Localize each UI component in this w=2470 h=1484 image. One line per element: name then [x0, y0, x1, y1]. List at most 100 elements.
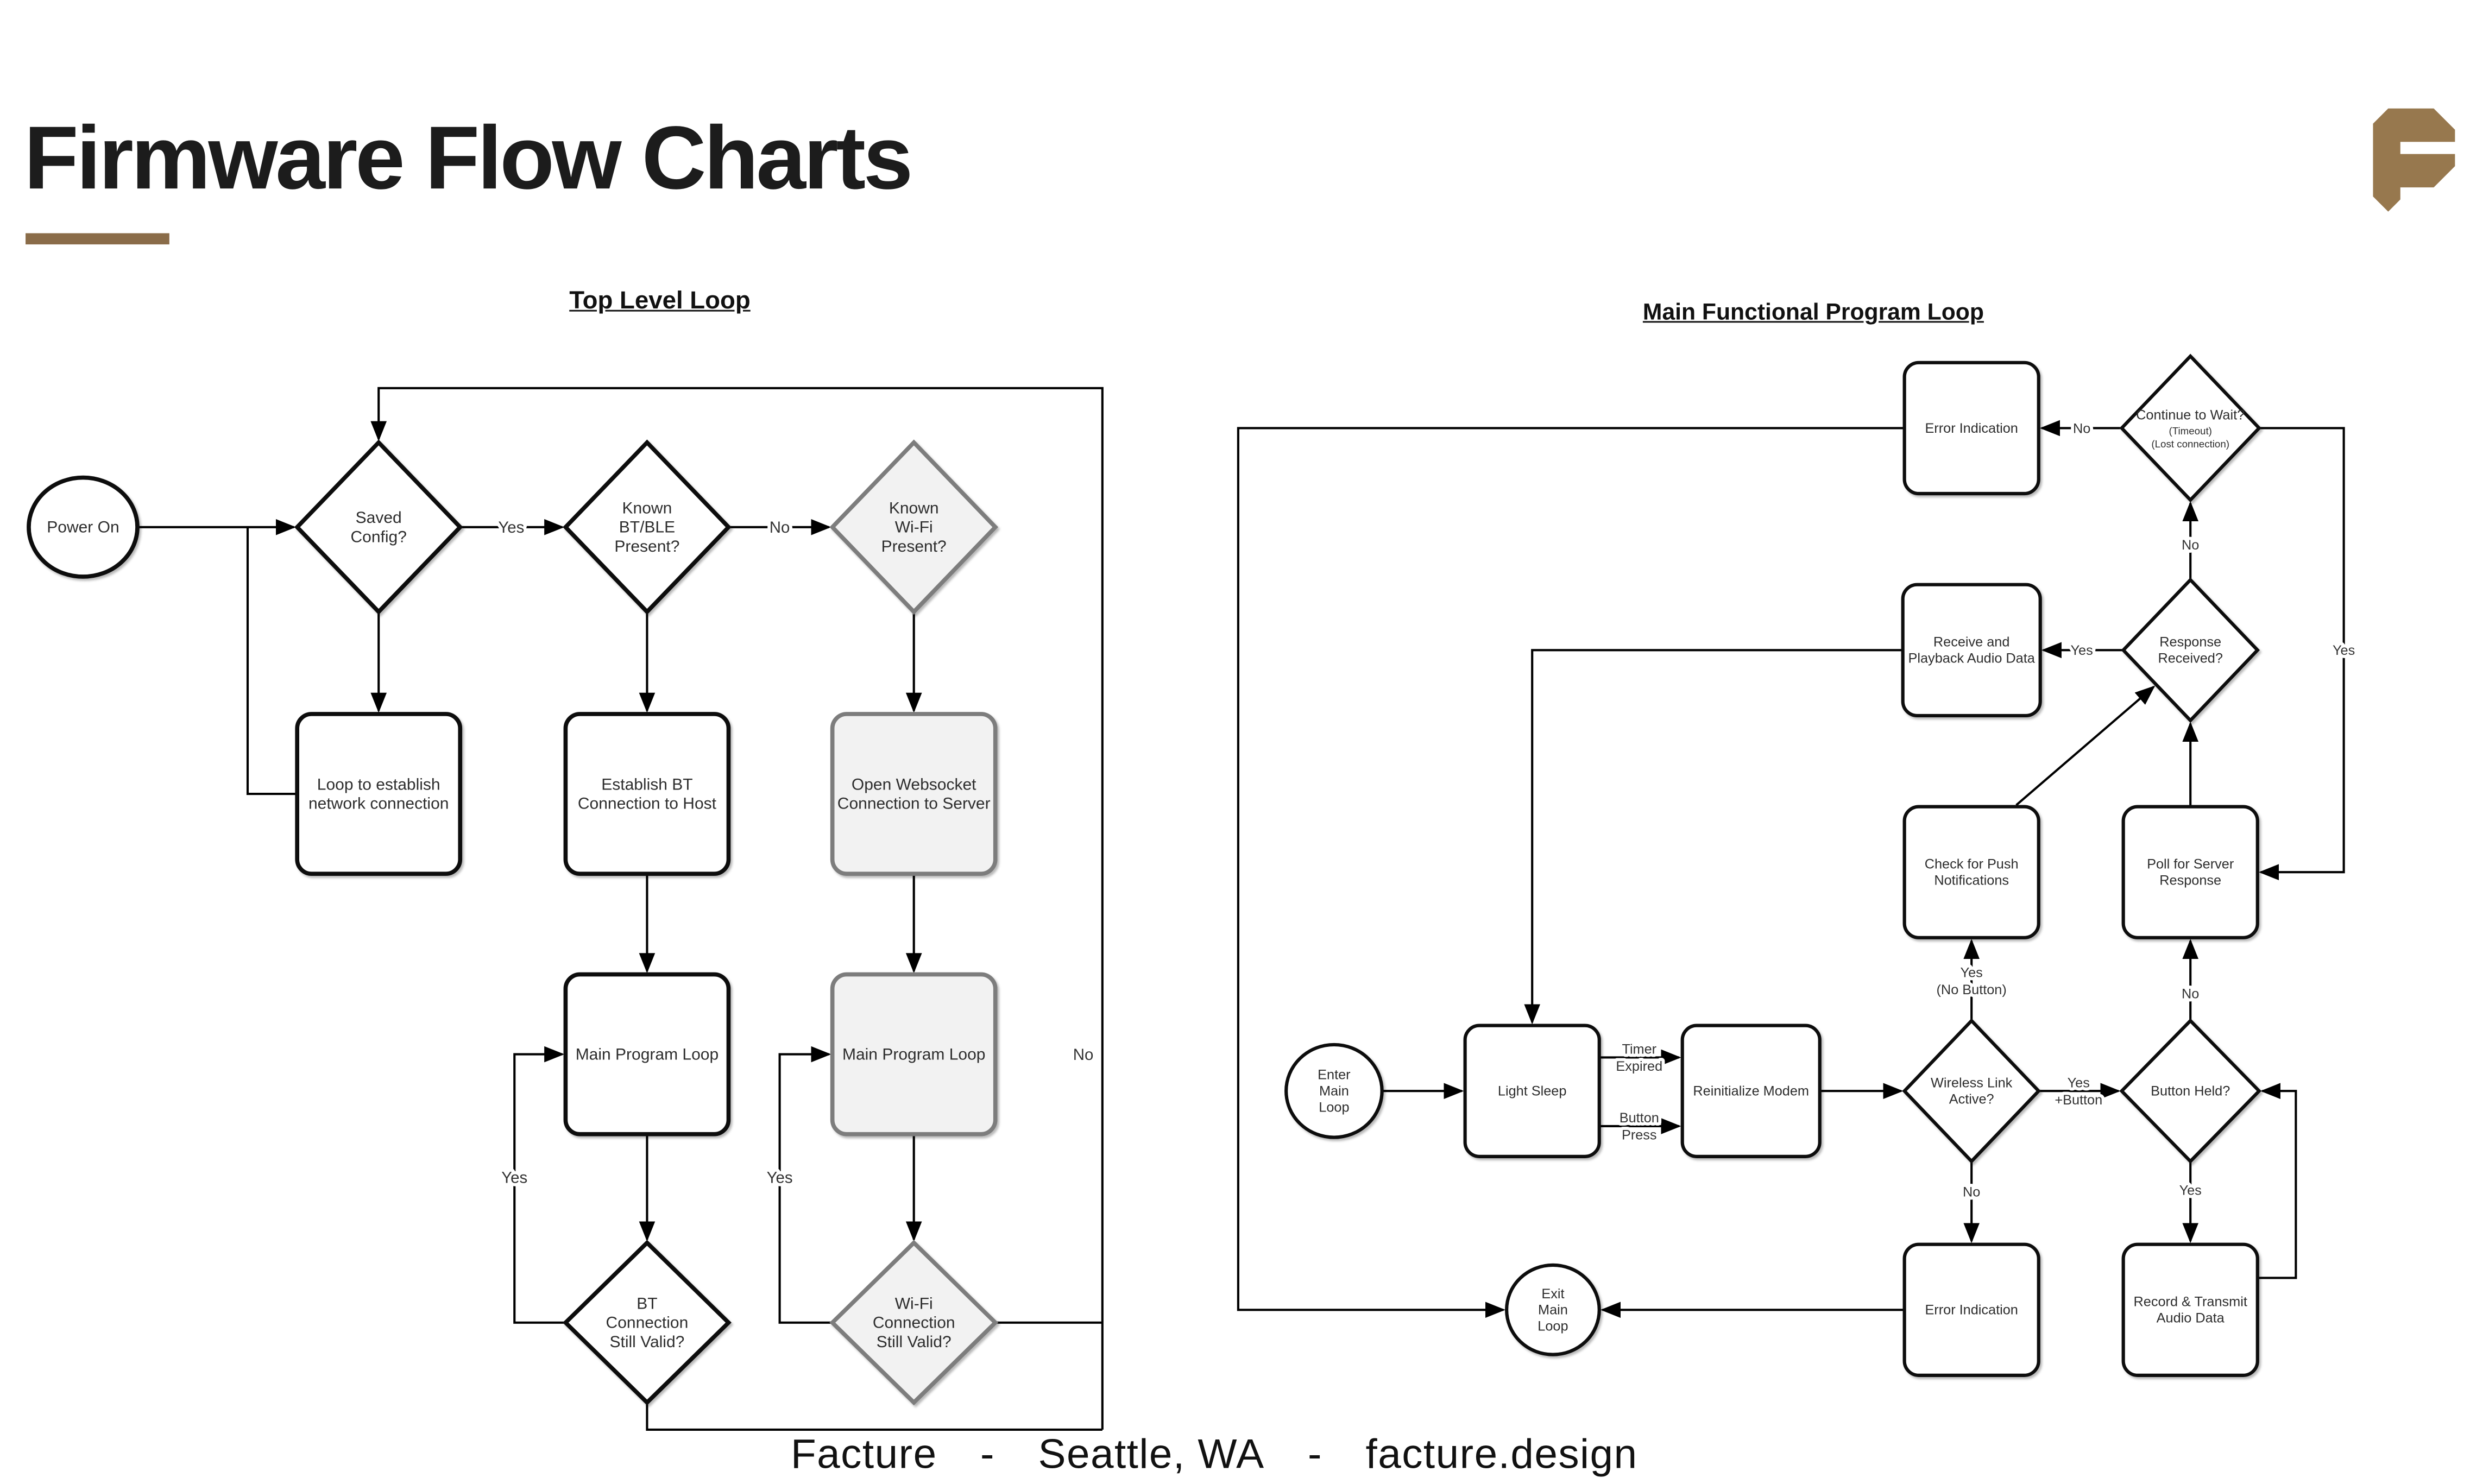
node-continue-to-wait: Continue to Wait?(Timeout)(Lost connecti… [2119, 353, 2261, 503]
node-label: Receive and [1933, 635, 2010, 650]
diamond-shape [1902, 1018, 2041, 1164]
diamond-shape [829, 1240, 999, 1406]
node-label: Loop [1538, 1318, 1568, 1334]
edge [2258, 427, 2345, 881]
node-label: Reinitialize Modem [1693, 1084, 1809, 1099]
edge-label: Yes [2068, 1075, 2090, 1090]
node-label: Loop [1319, 1100, 1349, 1115]
diamond-shape [2121, 577, 2260, 723]
diamond-shape [829, 439, 999, 615]
node-label: Record & Transmit [2134, 1294, 2247, 1310]
node-label: Known [622, 499, 672, 517]
rect-shape [1463, 1024, 1601, 1158]
ellipse-shape [1284, 1043, 1384, 1139]
node-main-program-loop-bt: Main Program Loop [563, 972, 731, 1136]
diagram-title-main-functional-program-loop: Main Functional Program Loop [1642, 300, 1984, 326]
rect-shape [830, 972, 998, 1136]
diagram-top-level-loop: Power OnSavedConfig?KnownBT/BLEPresent?K… [27, 387, 1104, 1431]
node-label: Connection [873, 1314, 955, 1332]
rect-shape [1901, 583, 2042, 718]
edge-label: Timer [1622, 1042, 1656, 1057]
edge [246, 527, 298, 795]
node-label: Wi-Fi [895, 519, 933, 536]
node-label: network connection [308, 795, 449, 813]
node-error-indication-top: Error Indication [1902, 361, 2040, 496]
node-label: BT [637, 1294, 657, 1312]
edge-label: Yes [2333, 643, 2355, 658]
node-label: Check for Push [1925, 857, 2019, 872]
diamond-shape [294, 439, 463, 615]
edge [2257, 1083, 2297, 1279]
rect-shape [1902, 1242, 2040, 1377]
node-label: Notifications [1934, 873, 2009, 888]
connector-line [1237, 427, 1903, 1318]
diamond-shape [563, 439, 732, 615]
edge-label: Press [1622, 1128, 1657, 1143]
diamond-shape [562, 1240, 732, 1406]
facture-logo-icon [2373, 108, 2455, 212]
rect-shape [1680, 1024, 1822, 1158]
page-title: Firmware Flow Charts [24, 107, 913, 208]
rect-shape [295, 712, 463, 876]
node-sublabel: (Lost connection) [2151, 438, 2229, 450]
node-reinitialize-modem: Reinitialize Modem [1680, 1024, 1822, 1158]
edge-label: Yes [498, 519, 524, 536]
node-label: Light Sleep [1498, 1084, 1567, 1099]
node-label: Audio Data [2157, 1311, 2225, 1326]
node-sublabel: (Timeout) [2169, 425, 2211, 437]
rect-shape [1902, 361, 2040, 496]
node-label: Known [889, 499, 939, 517]
connector-line [246, 527, 298, 795]
node-label: Poll for Server [2147, 857, 2234, 872]
node-label: Still Valid? [610, 1333, 685, 1351]
edge-label: +Button [2055, 1093, 2102, 1108]
diamond-shape [2119, 353, 2261, 503]
edge [2015, 685, 2156, 806]
footer: Facture - Seattle, WA - facture.design [791, 1430, 1638, 1479]
node-label: Still Valid? [877, 1333, 952, 1351]
node-main-program-loop-wifi: Main Program Loop [830, 972, 998, 1136]
title-accent-rule [26, 233, 169, 245]
edge-label: No [2182, 987, 2199, 1002]
ellipse-shape [1505, 1263, 1601, 1356]
node-label: Enter [1318, 1068, 1350, 1083]
edge-label: Button [1620, 1110, 1659, 1126]
node-button-held: Button Held? [2119, 1018, 2262, 1164]
ellipse-shape [27, 475, 140, 579]
connector-line [2257, 1083, 2297, 1279]
edge-label: Yes [2071, 643, 2093, 658]
node-label: Present? [614, 538, 679, 555]
node-label: Saved [356, 509, 402, 527]
node-label: Active? [1949, 1092, 1994, 1107]
node-light-sleep: Light Sleep [1463, 1024, 1601, 1158]
node-label: Main [1538, 1303, 1568, 1318]
node-label: Exit [1541, 1286, 1564, 1302]
edge [646, 1402, 1102, 1431]
rect-shape [563, 972, 731, 1136]
edge-label: No [1073, 1046, 1094, 1064]
node-label: Loop to establish [317, 775, 440, 793]
diagram-title-top-level-loop: Top Level Loop [569, 287, 751, 315]
footer-separator: - [1308, 1429, 1323, 1478]
connector-line [778, 1046, 833, 1324]
rect-shape [830, 712, 998, 876]
node-label: Main Program Loop [842, 1045, 985, 1063]
node-label: Main Program Loop [576, 1045, 719, 1063]
edge [778, 1046, 833, 1324]
node-power-on: Power On [27, 475, 140, 579]
edge-label: Yes [767, 1169, 793, 1186]
node-label: Wi-Fi [895, 1294, 933, 1312]
edge-label: No [2182, 538, 2199, 553]
node-label: Connection [606, 1314, 689, 1332]
connector-line [513, 1046, 566, 1324]
